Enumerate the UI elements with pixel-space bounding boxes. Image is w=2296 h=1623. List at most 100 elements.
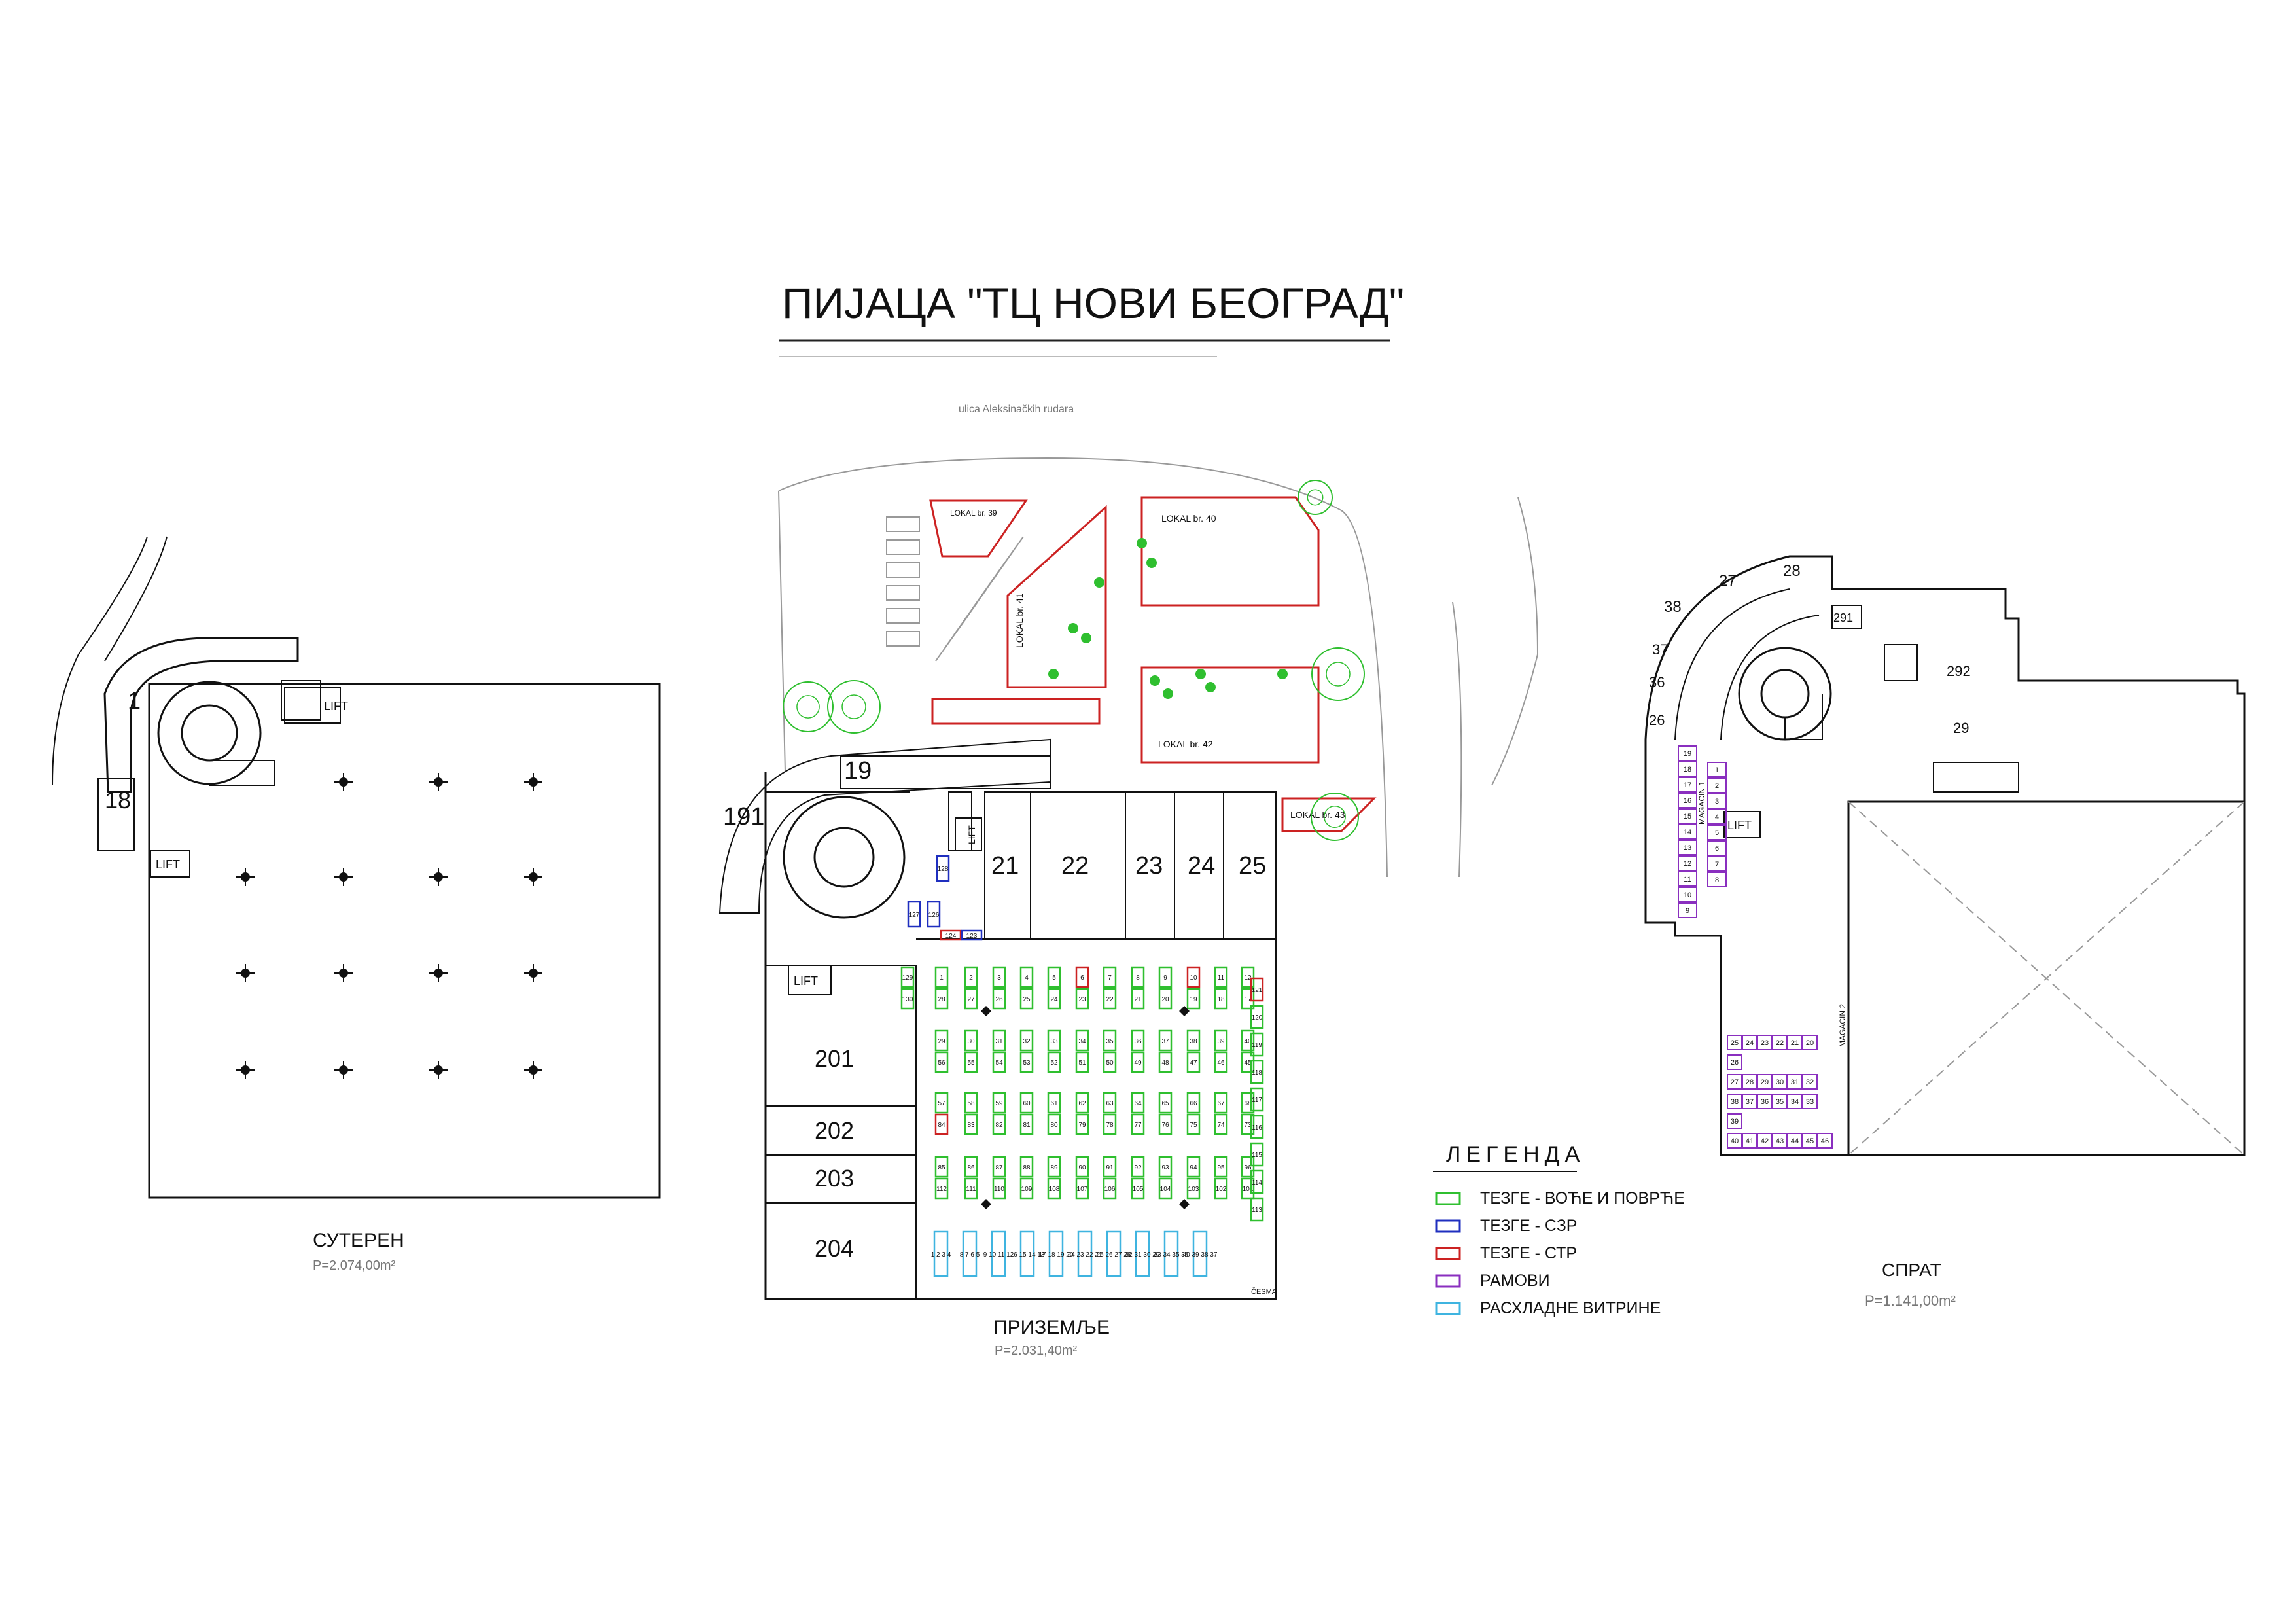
frame-number: 8 <box>1715 876 1719 884</box>
legend-swatch <box>1435 1274 1461 1288</box>
stall-number: 79 <box>1078 1122 1086 1129</box>
stall-number: 55 <box>967 1060 975 1067</box>
stall-box <box>1186 1177 1201 1200</box>
stall-box <box>1158 988 1173 1010</box>
basement-spiral-inner <box>181 704 238 762</box>
stall: 126 <box>927 901 941 928</box>
frame-number: 23 <box>1761 1039 1769 1047</box>
tree <box>1298 480 1333 515</box>
stall: 17 18 19 20 <box>1039 1230 1074 1277</box>
stall-box <box>1047 966 1061 988</box>
basement-space-18-box <box>97 778 135 851</box>
frame-stall: 1 <box>1707 762 1727 777</box>
stall: 93 <box>1158 1156 1173 1178</box>
stall: 74 <box>1214 1113 1228 1135</box>
parking-space-angled <box>990 536 1024 583</box>
basement-outline <box>148 683 661 1199</box>
stall-box <box>1103 1113 1117 1135</box>
page-title: ПИЈАЦА "ТЦ НОВИ БЕОГРАД" <box>782 279 1404 327</box>
stall: 65 <box>1158 1092 1173 1114</box>
floor-spiral-inner <box>1760 669 1810 719</box>
stall: 58 <box>964 1092 978 1114</box>
frame-number: 22 <box>1776 1039 1784 1047</box>
frame-stall: 32 <box>1802 1074 1818 1090</box>
frame-number: 35 <box>1776 1098 1784 1106</box>
stall-number: 110 <box>994 1186 1004 1193</box>
stall-box <box>907 901 921 928</box>
stall: 51 <box>1075 1051 1089 1073</box>
frame-number: 1 <box>1715 766 1719 774</box>
stall-box <box>1019 988 1034 1010</box>
frame-stall: 33 <box>1802 1094 1818 1109</box>
basement-space-18: 18 <box>105 787 131 813</box>
frame-stall: 30 <box>1772 1074 1788 1090</box>
frame-stall: 28 <box>1742 1074 1757 1090</box>
stall: 49 <box>1131 1051 1145 1073</box>
stall-number: 80 <box>1050 1122 1058 1129</box>
ground-spiral-outer <box>783 796 906 919</box>
frame-number: 2 <box>1715 782 1719 790</box>
ground-area: P=2.031,40m² <box>995 1344 1078 1358</box>
basement-plan: LIFT 1 18 LIFT СУТЕРЕН P=2.074,00m² <box>52 536 661 1273</box>
stall-box <box>1214 988 1228 1010</box>
basement-area: P=2.074,00m² <box>313 1258 396 1273</box>
stall-box <box>1186 988 1201 1010</box>
frame-number: 31 <box>1791 1079 1799 1086</box>
frame-number: 41 <box>1746 1137 1754 1145</box>
stall-box <box>934 1051 949 1073</box>
stall-box <box>1250 1142 1264 1167</box>
frame-box <box>1727 1113 1742 1129</box>
frame-number: 25 <box>1731 1039 1739 1047</box>
frame-number: 33 <box>1806 1098 1814 1106</box>
stall-number: 68 <box>1244 1100 1252 1107</box>
legend-label: ТЕЗГЕ - СТР <box>1480 1244 1577 1262</box>
shrub <box>1094 577 1104 588</box>
frame-number: 39 <box>1731 1118 1739 1126</box>
frame-number: 26 <box>1731 1059 1739 1067</box>
stall: 35 <box>1103 1029 1117 1052</box>
stall: 115 <box>1250 1142 1264 1167</box>
shrub <box>1205 682 1216 692</box>
stall: 108 <box>1047 1177 1061 1200</box>
stall-box <box>962 1230 978 1277</box>
stall-box <box>1047 1113 1061 1135</box>
stall-number: 64 <box>1134 1100 1142 1107</box>
stall-box <box>992 1029 1006 1052</box>
stall-box <box>1131 1092 1145 1114</box>
stall-number: 11 <box>1218 974 1225 982</box>
ground-unit-202: 202 <box>815 1117 854 1144</box>
stall: 62 <box>1075 1092 1089 1114</box>
basement-spiral-exit <box>209 760 275 786</box>
floor-arc-inner-2 <box>1720 615 1820 740</box>
stall-box <box>1250 977 1264 1002</box>
basement-column <box>334 773 353 791</box>
stall-number: 96 <box>1244 1164 1252 1171</box>
frame-box <box>1707 809 1727 825</box>
stall-number: 66 <box>1190 1100 1197 1107</box>
frame-box <box>1678 871 1697 887</box>
frame-stall: 38 <box>1727 1094 1742 1109</box>
stall: 4 <box>1019 966 1034 988</box>
tree-core <box>841 694 866 719</box>
stall: 130 <box>900 988 915 1010</box>
stall-number: 76 <box>1161 1122 1169 1129</box>
parking-space <box>886 539 920 555</box>
tree-core <box>1307 489 1324 506</box>
ground-inner-wall <box>765 791 910 913</box>
legend-title: ЛЕГЕНДА <box>1446 1142 1585 1167</box>
frame-stall: 25 <box>1727 1035 1742 1050</box>
floor-plan: 27 28 38 37 36 26 291 292 29 LIFT MAGACI… <box>1644 555 2246 1309</box>
frame-stall: 29 <box>1757 1074 1773 1090</box>
stall-number: 124 <box>945 933 957 940</box>
frame-number: 11 <box>1684 876 1691 883</box>
stall-box <box>1131 1156 1145 1178</box>
frame-number: 36 <box>1761 1098 1769 1106</box>
legend-item: ТЕЗГЕ - СЗР <box>1435 1217 1577 1235</box>
frame-box <box>1707 793 1727 809</box>
frame-number: 21 <box>1791 1039 1799 1047</box>
local-43 <box>1281 797 1377 832</box>
legend-swatch <box>1435 1302 1461 1315</box>
stall-number: 1 2 3 4 <box>931 1251 951 1258</box>
local-40 <box>1140 496 1320 607</box>
stall: 91 <box>1103 1156 1117 1178</box>
